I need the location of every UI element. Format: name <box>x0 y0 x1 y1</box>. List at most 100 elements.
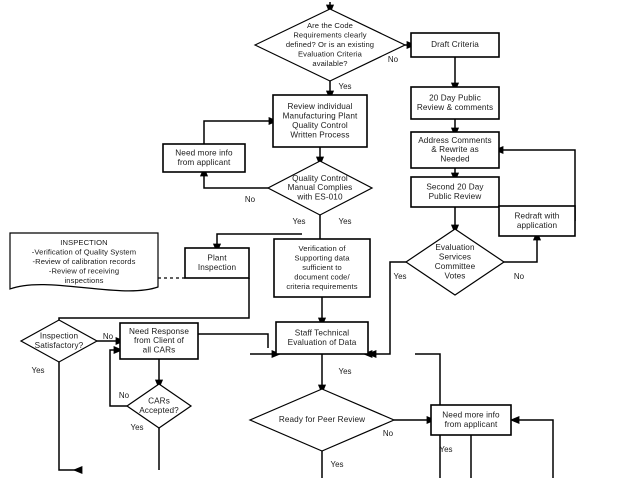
arrowhead-icon <box>72 465 83 475</box>
node-label-line: Requirements clearly <box>293 31 366 40</box>
edge-label-label-yes-staff: Yes <box>338 367 351 376</box>
node-label-line: Committee <box>435 262 476 271</box>
node-label-line: Review & comments <box>417 103 493 112</box>
edge-path <box>216 233 302 248</box>
edge-label-label-no-quality: No <box>245 195 256 204</box>
node-label-line: Evaluation of Data <box>288 338 357 347</box>
process-box <box>275 321 369 355</box>
node-label-line: Draft Criteria <box>431 40 479 49</box>
edge-label-label-yes-quality-right: Yes <box>338 217 351 226</box>
node-label-line: -Review of calibration records <box>32 257 135 266</box>
node-label-line: Manual Complies <box>288 183 353 192</box>
edge-staff-right-vertical <box>366 349 441 478</box>
decision-diamond <box>248 388 396 452</box>
edge-label-label-yes-review: Yes <box>338 82 351 91</box>
node-label-line: criteria requirements <box>286 282 357 291</box>
node-label-line: defined? Or is an existing <box>286 40 374 49</box>
edge-path <box>415 353 441 478</box>
process-box <box>410 176 500 208</box>
edge-path <box>368 261 406 355</box>
node-label-line: Services <box>439 252 471 261</box>
edge-path <box>519 419 554 478</box>
edge-staff-to-ready-peer <box>317 354 327 395</box>
node-label-line: Ready for Peer Review <box>279 415 365 424</box>
node-label-line: Public Review <box>429 192 482 201</box>
node-label-line: from applicant <box>445 420 498 429</box>
node-label-line: Redraft with <box>515 211 560 220</box>
process-box <box>273 238 371 298</box>
edge-label-label-yes-cars: Yes <box>130 423 143 432</box>
node-label-line: Manufacturing Plant <box>283 111 358 120</box>
node-label-line: Verification of <box>298 244 346 253</box>
edge-label-label-yes-inspection: Yes <box>31 366 44 375</box>
node-label-line: Need more info <box>442 410 500 419</box>
decision-diamond <box>266 160 374 216</box>
node-label-line: Satisfactory? <box>35 341 84 350</box>
node-label-line: Needed <box>440 155 470 164</box>
edge-need-response-to-staff <box>198 333 269 348</box>
node-label-line: Evaluation Criteria <box>298 49 363 58</box>
edge-label-label-yes-ready: Yes <box>330 460 343 469</box>
node-label-line: application <box>517 221 558 230</box>
node-label-line: Inspection <box>40 331 79 340</box>
decision-diamond <box>253 8 407 82</box>
node-label-line: 20 Day Public <box>429 93 481 102</box>
process-box <box>410 32 500 58</box>
node-label-line: Written Process <box>290 130 349 139</box>
node-label-line: document code/ <box>294 272 350 281</box>
edge-path <box>203 120 273 144</box>
process-box <box>430 404 512 436</box>
edge-path <box>504 236 538 263</box>
edge-label-label-yes-need-info-bottom: Yes <box>439 445 452 454</box>
decision-diamond <box>404 228 506 296</box>
node-inspection-note[interactable]: INSPECTION-Verification of Quality Syste… <box>9 232 159 292</box>
node-label-line: Staff Technical <box>295 328 350 337</box>
process-box <box>498 205 576 237</box>
arrowhead-icon <box>509 415 520 425</box>
process-box <box>410 131 500 169</box>
node-label-line: Need more info <box>175 148 233 157</box>
arrowhead-icon <box>366 349 377 359</box>
document-shape <box>9 232 159 292</box>
edge-label-label-no-inspection: No <box>103 332 114 341</box>
node-label-line: & Rewrite as <box>431 145 479 154</box>
node-label-line: available? <box>312 59 347 68</box>
edge-label-label-yes-votes: Yes <box>393 272 406 281</box>
node-ready-for-peer-review[interactable]: Ready for Peer Review <box>248 388 396 452</box>
edge-label-label-yes-quality-left: Yes <box>292 217 305 226</box>
edge-label-label-no-cars: No <box>119 391 130 400</box>
node-label-line: Plant <box>207 253 227 262</box>
node-label-line: -Review of receiving <box>49 266 119 275</box>
node-label-line: Address Comments <box>418 136 492 145</box>
edge-path <box>203 172 268 189</box>
process-box <box>162 143 246 173</box>
node-label-line: Quality Control <box>292 174 348 183</box>
node-label-line: Votes <box>445 271 466 280</box>
process-box <box>410 86 500 120</box>
node-draft-criteria[interactable]: Draft Criteria <box>410 32 500 58</box>
edge-label-label-no-votes: No <box>514 272 525 281</box>
node-label-line: Second 20 Day <box>426 182 484 191</box>
edge-path <box>198 333 269 348</box>
node-label-line: from applicant <box>178 158 231 167</box>
